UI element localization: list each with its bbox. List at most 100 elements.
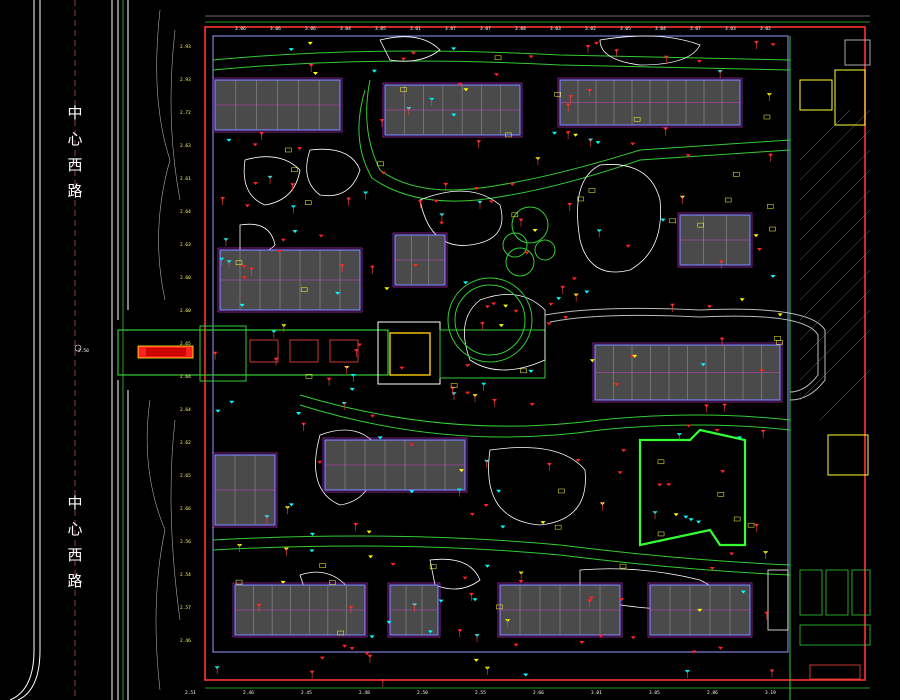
elevation-marker [229, 400, 235, 404]
elevation-marker [763, 551, 769, 560]
left-dim-label: 2.66 [180, 506, 191, 512]
elevation-marker [528, 369, 534, 373]
entrance-marker-icon [74, 344, 82, 352]
spot-label-box [554, 524, 562, 530]
elevation-marker [663, 55, 669, 64]
top-dim-label: 3.05 [375, 26, 386, 32]
elevation-marker [599, 502, 605, 511]
elevation-marker [546, 322, 552, 326]
elevation-marker [296, 412, 302, 416]
elevation-marker [429, 97, 435, 106]
elevation-marker [459, 469, 465, 473]
spot-label-box [697, 222, 704, 228]
elevation-marker [595, 141, 601, 145]
elevation-marker [676, 433, 682, 442]
elevation-marker [565, 131, 571, 140]
elevation-marker [237, 543, 243, 552]
elevation-marker [568, 95, 574, 104]
elevation-marker [759, 369, 765, 373]
top-dim-label: 3.02 [760, 26, 771, 32]
elevation-marker [427, 630, 433, 634]
elevation-marker [288, 48, 294, 52]
elevation-marker [509, 183, 515, 187]
elevation-marker [438, 599, 444, 603]
elevation-marker [472, 394, 478, 403]
spot-label-box [377, 161, 384, 167]
elevation-marker [465, 391, 471, 395]
left-dim-label: 2.56 [180, 539, 191, 545]
spot-label-box [657, 531, 665, 537]
entrance-axis [117, 321, 546, 385]
elevation-marker [753, 41, 759, 50]
elevation-marker [704, 404, 710, 413]
elevation-marker [484, 564, 490, 568]
top-dim-label: 3.01 [410, 26, 421, 32]
elevation-marker [683, 515, 689, 519]
elevation-marker [349, 387, 355, 391]
elevation-marker [718, 646, 724, 650]
elevation-marker [587, 89, 593, 98]
road-char: 西 [67, 546, 83, 564]
elevation-marker [369, 635, 375, 639]
elevation-marker [484, 666, 490, 675]
elevation-marker [484, 459, 490, 468]
left-dim-label: 2.64 [180, 209, 191, 215]
elevation-marker [377, 436, 383, 440]
elevation-marker [476, 140, 482, 149]
elevation-marker [241, 265, 247, 269]
spot-label-box [429, 564, 437, 569]
elevation-marker [532, 229, 538, 233]
bottom-dim-label: 2.86 [707, 690, 718, 696]
west-road [9, 0, 129, 700]
elevation-marker [691, 650, 697, 654]
elevation-marker [380, 171, 386, 175]
bottom-dim-label: 2.48 [359, 690, 370, 696]
elevation-marker [390, 562, 396, 566]
top-dim-label: 3.06 [270, 26, 281, 32]
elevation-marker [686, 424, 692, 428]
elevation-marker [518, 218, 524, 227]
spot-label-box [329, 580, 336, 585]
elevation-marker [223, 238, 229, 247]
elevation-marker [412, 264, 418, 268]
elevation-marker [589, 359, 595, 363]
left-dim-label: 2.54 [180, 572, 191, 578]
elevation-marker [363, 191, 369, 200]
elevation-marker [410, 51, 416, 55]
elevation-marker [451, 47, 457, 51]
elevation-marker [666, 483, 672, 487]
elevation-marker [754, 523, 760, 532]
elevation-marker [729, 552, 735, 556]
building-footprint [497, 582, 623, 638]
spot-label-box [588, 188, 596, 193]
elevation-marker [346, 197, 352, 206]
elevation-marker [696, 59, 702, 63]
elevation-marker [760, 429, 766, 438]
bottom-dim-label: 2.45 [301, 690, 312, 696]
elevation-marker [409, 443, 415, 447]
elevation-marker [465, 364, 471, 368]
building-footprint [387, 582, 441, 638]
road-char: 路 [67, 182, 83, 200]
building-footprint [232, 582, 368, 638]
elevation-marker [697, 608, 703, 612]
elevation-marker [309, 549, 315, 553]
central-garden [447, 206, 556, 363]
elevation-marker [474, 187, 480, 191]
elevation-marker [596, 229, 602, 238]
elevation-marker [756, 247, 762, 251]
elevation-markers [212, 41, 783, 688]
elevation-marker [546, 462, 552, 471]
elevation-marker [718, 260, 724, 269]
elevation-marker [528, 55, 534, 59]
left-dim-label: 2.64 [180, 374, 191, 380]
left-dim-label: 2.63 [180, 143, 191, 149]
elevation-marker [769, 669, 775, 678]
elevation-marker [215, 409, 221, 413]
elevation-marker [491, 302, 497, 306]
elevation-marker [280, 580, 286, 584]
elevation-marker [696, 520, 702, 524]
building-footprint [592, 342, 783, 403]
elevation-marker [518, 571, 524, 580]
